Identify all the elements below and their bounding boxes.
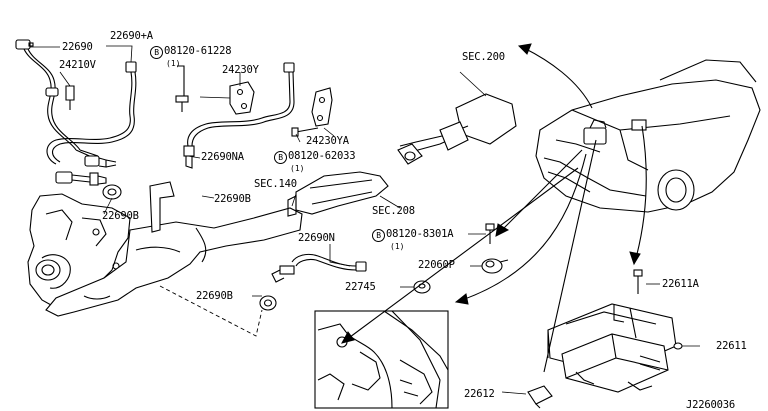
pointer-arrows: [341, 43, 647, 373]
callout-24230y: 24230Y: [222, 64, 259, 76]
ecm-22611: [561, 333, 683, 393]
callout-sec208: SEC.208: [372, 205, 415, 217]
bracket-24230Y: [199, 81, 255, 115]
o2-sensor-22690N-harness: [271, 253, 367, 283]
leader-lines: [30, 45, 700, 395]
gasket-22690B-upper: [102, 184, 122, 200]
callout-08120-8301a-qty: (1): [390, 242, 405, 251]
front-tube: [45, 207, 303, 317]
center-muffler-sec200: [397, 93, 517, 165]
bracket-24230YA: [311, 87, 333, 127]
sensor-24210V: [65, 85, 75, 110]
bolt-marker-icon: B: [150, 46, 163, 59]
callout-22060p: 22060P: [418, 259, 455, 271]
callout-24210v: 24210V: [59, 59, 96, 71]
callout-22745: 22745: [345, 281, 376, 293]
o2-sensor-22690A-harness: [46, 61, 137, 186]
bolt-marker-icon: B: [372, 229, 385, 242]
callout-24230ya: 24230YA: [306, 135, 349, 147]
vehicle-front-view: [535, 59, 761, 213]
callout-22690n: 22690N: [298, 232, 335, 244]
grommet-22745: [413, 280, 431, 294]
callout-08120-62033-qty: (1): [290, 164, 305, 173]
callout-08120-61228-text: 08120-61228: [164, 45, 232, 57]
heat-shield-stay: [149, 181, 175, 233]
callout-22690: 22690: [62, 41, 93, 53]
leader-dashed-22690B: [159, 285, 263, 337]
bolt-08120-61228: [175, 65, 189, 112]
bolt-marker-icon: B: [274, 151, 287, 164]
catalytic-converter-sec140: [287, 171, 389, 217]
bolt-08120-8301A: [485, 223, 495, 244]
gasket-22690B-lower: [259, 295, 277, 311]
callout-22690na: 22690NA: [201, 151, 244, 163]
callout-22612: 22612: [464, 388, 495, 400]
bracket-22612: [527, 385, 553, 409]
callout-sec200: SEC.200: [462, 51, 505, 63]
callout-22611a: 22611A: [662, 278, 699, 290]
callout-sec140: SEC.140: [254, 178, 297, 190]
bolt-22611A: [633, 269, 643, 294]
callout-22611: 22611: [716, 340, 747, 352]
callout-08120-61228-qty: (1): [166, 59, 181, 68]
callout-08120-62033-text: 08120-62033: [288, 150, 356, 162]
callout-22690-a: 22690+A: [110, 30, 153, 42]
callout-22690b-lower: 22690B: [196, 290, 233, 302]
callout-22690b-upper: 22690B: [102, 210, 139, 222]
diagram-id: J2260036: [686, 399, 735, 411]
o2-sensor-22690-harness: [15, 39, 117, 168]
callout-08120-8301a-text: 08120-8301A: [386, 228, 454, 240]
bolt-08120-62033: [291, 127, 319, 137]
engine-detail-inset: [314, 310, 449, 409]
callout-22690b-mid: 22690B: [214, 193, 251, 205]
o2-sensor-22690NA-harness: [183, 62, 295, 169]
knock-sensor-22060P: [481, 258, 509, 274]
